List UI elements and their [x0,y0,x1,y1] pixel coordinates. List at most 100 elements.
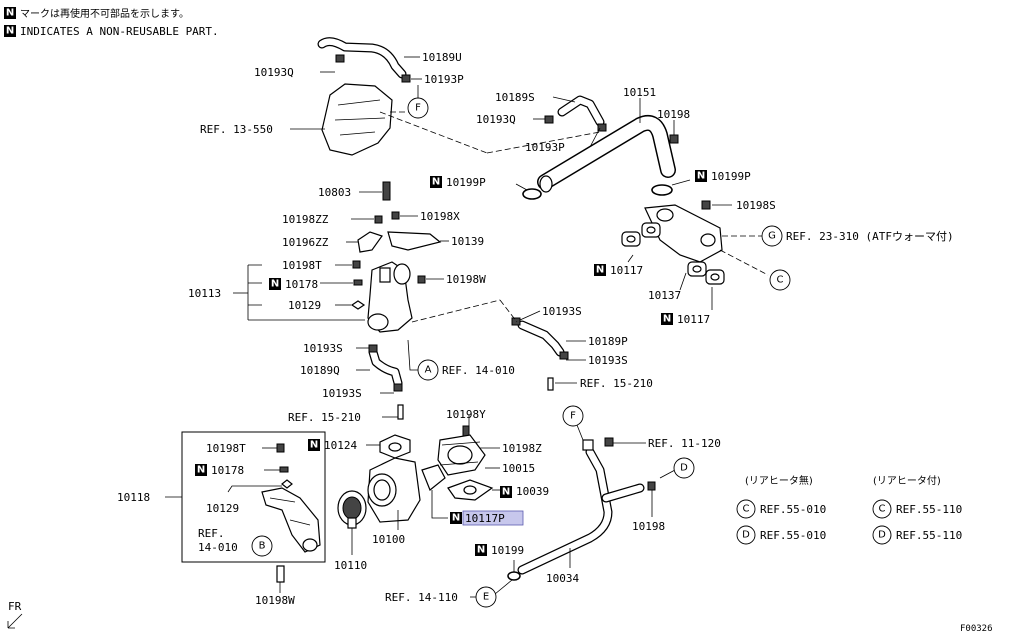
pipe-assembly-10118[interactable] [261,487,321,553]
label-10803[interactable]: 10803 [318,186,351,199]
label-10198x[interactable]: 10198X [420,210,460,223]
non-reusable-marker-icon: N [430,176,442,188]
gasket-10129[interactable] [350,300,366,310]
water-manifold-10137[interactable] [644,204,723,263]
label-10189p[interactable]: 10189P [588,335,628,348]
bolt-icon [647,481,656,491]
non-reusable-marker-icon: N [695,170,707,182]
clamp-icon [511,317,521,326]
label-10198w-top[interactable]: 10198W [446,273,486,286]
ref-circle-a[interactable]: A [417,359,439,381]
gasket-10117p[interactable] [421,464,446,491]
ref-circle-d[interactable]: D [673,457,695,479]
label-ref-14-010-box-1[interactable]: REF. [198,527,225,540]
label-10100[interactable]: 10100 [372,533,405,546]
gasket-10117[interactable] [687,261,725,285]
label-10117p[interactable]: 10117P [465,512,505,525]
label-10199p-right[interactable]: 10199P [711,170,751,183]
ref-table-cell[interactable]: REF.55-110 [896,529,962,542]
ref-circle-e[interactable]: E [475,586,497,608]
hose-10189u[interactable] [317,37,407,79]
label-10124[interactable]: 10124 [324,439,357,452]
label-10189q[interactable]: 10189Q [300,364,340,377]
o-ring-icon [651,184,673,196]
label-ref-15-210-left[interactable]: REF. 15-210 [288,411,361,424]
bracket-10139[interactable] [387,231,442,251]
label-10193s-mid[interactable]: 10193S [588,354,628,367]
label-10039[interactable]: 10039 [516,485,549,498]
label-10178-top[interactable]: 10178 [285,278,318,291]
label-10189s[interactable]: 10189S [495,91,535,104]
label-10139[interactable]: 10139 [451,235,484,248]
label-10196zz[interactable]: 10196ZZ [282,236,329,249]
label-10198s[interactable]: 10198S [736,199,776,212]
ref-circle-f-top[interactable]: F [407,97,429,119]
label-10193s-right[interactable]: 10193S [542,305,582,318]
bolt-10198w[interactable] [276,565,285,583]
label-10198w-bottom[interactable]: 10198W [255,594,295,607]
label-10129-top[interactable]: 10129 [288,299,321,312]
ref-table-cell[interactable]: REF.55-010 [760,503,826,516]
ref-circle-g[interactable]: G [761,225,783,247]
non-reusable-marker-icon: N [195,464,207,476]
bypass-pipe-10034[interactable] [517,447,645,575]
label-10193s-lower[interactable]: 10193S [322,387,362,400]
label-10198t-top[interactable]: 10198T [282,259,322,272]
label-10199[interactable]: 10199 [491,544,524,557]
label-ref-14-010-box-2[interactable]: 14-010 [198,541,238,554]
label-10198[interactable]: 10198 [657,108,690,121]
label-10193p-top[interactable]: 10193P [424,73,464,86]
label-10137[interactable]: 10137 [648,289,681,302]
label-10117-a[interactable]: 10117 [610,264,643,277]
hose-10189q[interactable] [368,347,403,388]
ref-table-cell[interactable]: REF.55-010 [760,529,826,542]
thermostat-case-10100[interactable] [367,457,421,523]
label-10151[interactable]: 10151 [623,86,656,99]
label-10118[interactable]: 10118 [117,491,150,504]
label-10198-bottom[interactable]: 10198 [632,520,665,533]
gasket-10124[interactable] [379,434,411,459]
label-10199p-left[interactable]: 10199P [446,176,486,189]
clamp-icon [544,115,554,124]
label-ref-13-550[interactable]: REF. 13-550 [200,123,273,136]
label-ref-23-310[interactable]: REF. 23-310 (ATFウォーマ付) [786,230,954,243]
label-10193q-mid[interactable]: 10193Q [476,113,516,126]
label-10193s-left[interactable]: 10193S [303,342,343,355]
label-10178-box[interactable]: 10178 [211,464,244,477]
bracket-10196zz[interactable] [357,231,383,253]
label-10117-b[interactable]: 10117 [677,313,710,326]
label-10015[interactable]: 10015 [502,462,535,475]
ref-table-cell[interactable]: REF.55-110 [896,503,962,516]
label-10193p-mid[interactable]: 10193P [525,141,565,154]
hose-10189p[interactable] [517,320,565,357]
gasket-10117[interactable] [621,222,661,247]
label-10034[interactable]: 10034 [546,572,579,585]
gasket-10039[interactable] [447,479,494,501]
ref-circle-c[interactable]: C [769,269,791,291]
water-pipe-10151[interactable] [537,115,676,193]
label-10129-box[interactable]: 10129 [206,502,239,515]
label-10198y[interactable]: 10198Y [446,408,486,421]
sensor-10803[interactable] [382,181,391,201]
thermostat-10110[interactable] [337,490,367,529]
label-10189u[interactable]: 10189U [422,51,462,64]
label-ref-14-010-top[interactable]: REF. 14-010 [442,364,515,377]
label-10198t-box[interactable]: 10198T [206,442,246,455]
label-10193q-top[interactable]: 10193Q [254,66,294,79]
o-ring-icon [522,188,542,200]
label-ref-14-110[interactable]: REF. 14-110 [385,591,458,604]
label-10198z[interactable]: 10198Z [502,442,542,455]
ref-circle-b[interactable]: B [251,535,273,557]
thermostat-housing-10113[interactable] [367,261,413,333]
water-outlet-10015[interactable] [437,434,486,476]
label-10113[interactable]: 10113 [188,287,221,300]
label-ref-11-120[interactable]: REF. 11-120 [648,437,721,450]
ref-table: (リアヒータ無) (リアヒータ付) C REF.55-010 C REF.55-… [736,474,962,545]
svg-text:C: C [777,275,784,286]
hose-10189s[interactable] [557,95,605,127]
label-10110[interactable]: 10110 [334,559,367,572]
label-10198zz[interactable]: 10198ZZ [282,213,329,226]
clamp-icon [335,54,345,63]
ref-circle-f-bottom[interactable]: F [562,405,584,427]
label-ref-15-210-right[interactable]: REF. 15-210 [580,377,653,390]
